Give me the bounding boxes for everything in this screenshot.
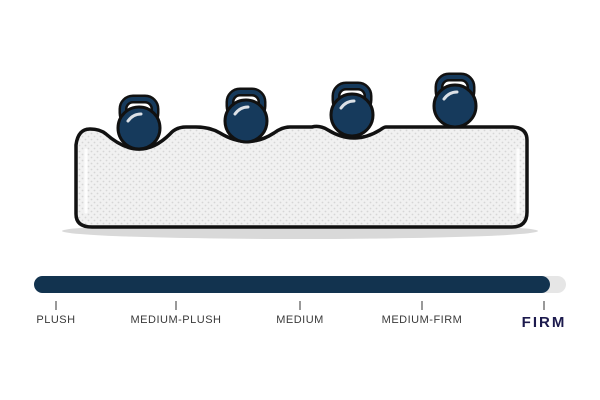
- kettlebell-icon: [116, 94, 162, 151]
- kettlebell-icon: [329, 81, 375, 138]
- mattress-icon: [74, 124, 529, 229]
- firmness-bar-fill: [34, 276, 550, 293]
- scale-label-medium-plush: MEDIUM-PLUSH: [130, 314, 222, 326]
- scale-label-firm: FIRM: [521, 314, 567, 331]
- scale-label-medium-firm: MEDIUM-FIRM: [381, 314, 463, 326]
- scale-label-medium: MEDIUM: [276, 314, 324, 326]
- firmness-scale: [34, 276, 566, 310]
- kettlebell-icon: [432, 72, 478, 129]
- kettlebell-icon: [223, 87, 269, 144]
- scale-label-plush: PLUSH: [36, 314, 76, 326]
